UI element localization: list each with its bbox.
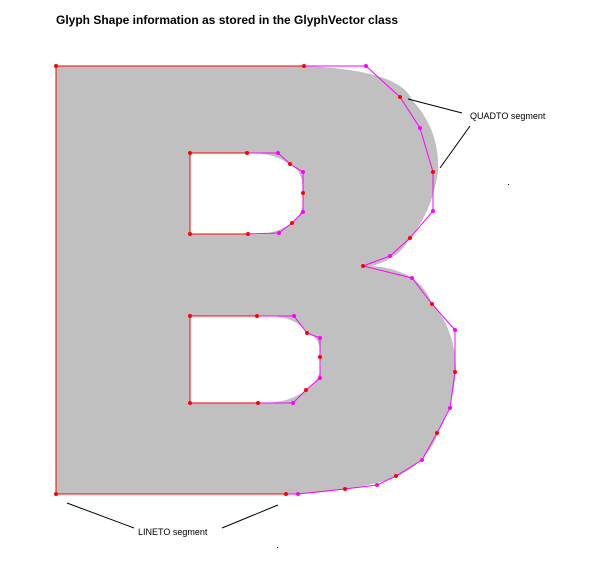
on-curve-point xyxy=(288,162,292,166)
on-curve-point xyxy=(398,95,402,99)
on-curve-point xyxy=(188,401,192,405)
quadto-label: QUADTO segment xyxy=(470,111,546,121)
control-point xyxy=(301,170,305,174)
control-points xyxy=(276,64,457,496)
on-curve-point xyxy=(343,487,347,491)
control-point xyxy=(296,492,300,496)
control-point xyxy=(318,336,322,340)
control-point xyxy=(410,276,414,280)
stray-dot xyxy=(277,547,278,548)
on-curve-point xyxy=(304,388,308,392)
control-point xyxy=(388,254,392,258)
control-point xyxy=(277,231,281,235)
on-curve-point xyxy=(54,492,58,496)
on-curve-point xyxy=(54,64,58,68)
control-point xyxy=(301,210,305,214)
on-curve-point xyxy=(305,331,309,335)
control-point xyxy=(431,209,435,213)
glyph-fill xyxy=(56,66,456,494)
control-point xyxy=(292,314,296,318)
control-point xyxy=(364,64,368,68)
lineto-leader-right xyxy=(221,504,279,529)
control-point xyxy=(448,406,452,410)
on-curve-point xyxy=(301,191,305,195)
control-point xyxy=(291,401,295,405)
on-curve-point xyxy=(188,232,192,236)
control-point xyxy=(375,483,379,487)
on-curve-point xyxy=(290,221,294,225)
on-curve-point xyxy=(361,264,365,268)
control-point xyxy=(318,376,322,380)
control-point xyxy=(276,151,280,155)
leader-lines xyxy=(66,98,471,529)
lineto-label: LINETO segment xyxy=(138,527,208,537)
control-point xyxy=(453,328,457,332)
on-curve-point xyxy=(255,314,259,318)
on-curve-point xyxy=(302,64,306,68)
on-curve-point xyxy=(430,302,434,306)
control-point xyxy=(418,126,422,130)
on-curve-point xyxy=(256,401,260,405)
on-curve-points xyxy=(54,64,457,496)
control-point xyxy=(420,458,424,462)
on-curve-point xyxy=(394,474,398,478)
quadto-leader-lower xyxy=(439,125,471,169)
on-curve-point xyxy=(188,314,192,318)
on-curve-point xyxy=(431,170,435,174)
on-curve-point xyxy=(188,151,192,155)
on-curve-point xyxy=(408,236,412,240)
on-curve-point xyxy=(453,370,457,374)
on-curve-point xyxy=(318,355,322,359)
on-curve-point xyxy=(246,232,250,236)
stray-dot xyxy=(508,184,509,185)
on-curve-point xyxy=(435,431,439,435)
diagram-title: Glyph Shape information as stored in the… xyxy=(56,13,399,27)
on-curve-point xyxy=(245,151,249,155)
quadto-leader-upper xyxy=(407,98,463,114)
on-curve-point xyxy=(284,492,288,496)
lineto-leader-left xyxy=(66,502,135,529)
